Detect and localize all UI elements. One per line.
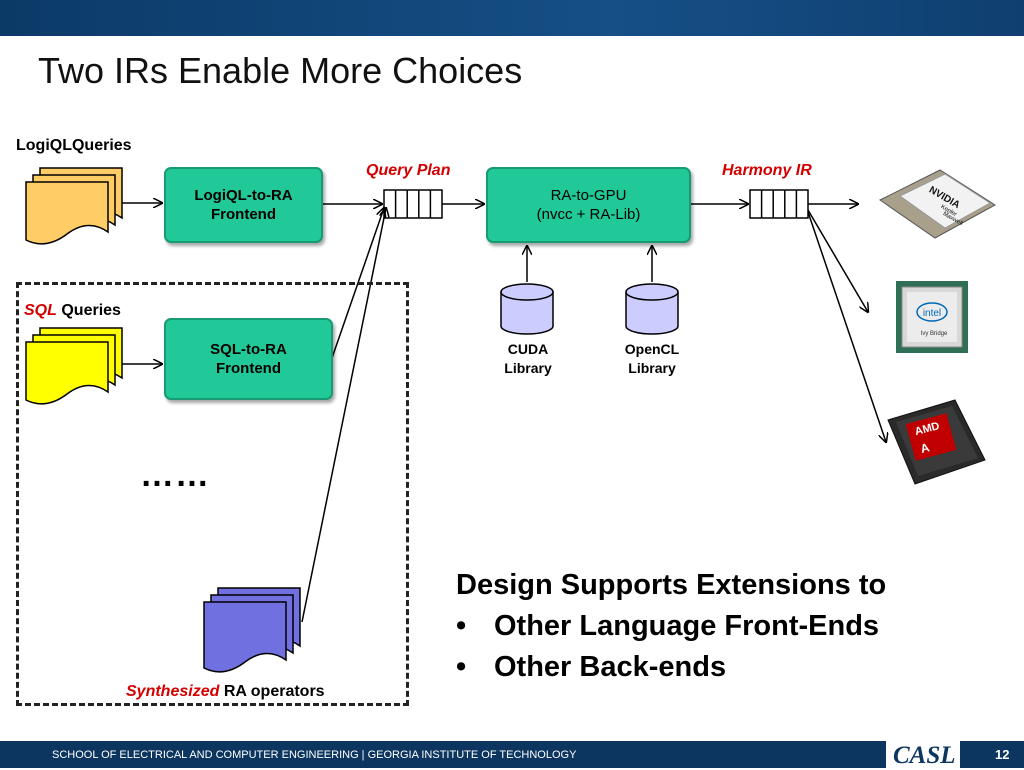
page-number: 12	[995, 747, 1010, 762]
extension-item-label: Other Language Front-Ends	[494, 610, 880, 642]
architecture-diagram: NVIDIA Kepler Maxwell intel Ivy Bridge A…	[25, 167, 996, 673]
synthesized-documents-icon	[203, 587, 301, 673]
query-plan-queue-icon	[383, 189, 443, 219]
page-number-bg	[960, 741, 1024, 768]
arrow-harmony-to-intel	[807, 209, 868, 312]
opencl-line1: OpenCL	[624, 341, 680, 357]
sql-documents-icon	[25, 327, 123, 405]
sql-frontend-line2: Frontend	[216, 360, 281, 377]
sql-frontend-box: SQL-to-RA Frontend	[164, 318, 333, 400]
logiql-documents-icon	[25, 167, 123, 245]
sql-label-rest: Queries	[61, 302, 121, 319]
synth-label-rest: RA operators	[223, 683, 325, 700]
ra-to-gpu-box: RA-to-GPU (nvcc + RA-Lib)	[486, 167, 691, 243]
ra-to-gpu-line1: RA-to-GPU	[550, 187, 627, 204]
query-plan-label: Query Plan	[366, 162, 451, 179]
arrow-synth-to-queryplan	[301, 208, 386, 623]
bullet: •	[456, 651, 467, 683]
cuda-database-icon	[500, 283, 554, 335]
casl-logo: CASL	[893, 742, 956, 769]
cuda-line1: CUDA	[507, 341, 549, 357]
opencl-database-icon	[625, 283, 679, 335]
arrow-harmony-to-amd	[807, 211, 886, 442]
slide-title: Two IRs Enable More Choices	[38, 50, 523, 91]
amd-apu-chip-icon: AMD A	[887, 399, 986, 485]
svg-text:A: A	[919, 440, 931, 456]
sql-queries-label: SQL Queries	[24, 302, 121, 320]
logiql-frontend-line2: Frontend	[211, 206, 276, 223]
ra-to-gpu-line2: (nvcc + RA-Lib)	[536, 206, 641, 223]
extension-item: • Other Back-ends	[456, 647, 886, 688]
intel-cpu-chip-icon: intel Ivy Bridge	[896, 281, 968, 353]
harmony-ir-label: Harmony IR	[722, 162, 812, 179]
logiql-queries-label: LogiQLQueries	[16, 137, 132, 154]
header-bar	[0, 0, 1024, 36]
cuda-line2: Library	[504, 360, 552, 376]
synth-label-em: Synthesized	[126, 683, 220, 700]
svg-text:Ivy Bridge: Ivy Bridge	[921, 331, 948, 337]
footer-bar	[0, 741, 1024, 768]
opencl-library-label: OpenCL Library	[616, 340, 688, 378]
cuda-library-label: CUDA Library	[500, 340, 556, 378]
extensions-heading: Design Supports Extensions to	[456, 569, 887, 601]
extensions-text-block: Design Supports Extensions to • Other La…	[456, 565, 886, 688]
extension-item: • Other Language Front-Ends	[456, 606, 886, 647]
extension-item-label: Other Back-ends	[494, 651, 727, 683]
opencl-line2: Library	[628, 360, 676, 376]
logiql-frontend-box: LogiQL-to-RA Frontend	[164, 167, 323, 243]
sql-frontend-line1: SQL-to-RA	[210, 341, 287, 358]
synthesized-ra-label: Synthesized RA operators	[126, 683, 325, 701]
footer-text: SCHOOL OF ELECTRICAL AND COMPUTER ENGINE…	[52, 749, 577, 761]
extension-region	[16, 282, 409, 706]
harmony-ir-queue-icon	[749, 189, 809, 219]
bullet: •	[456, 610, 467, 642]
ellipsis: ……	[140, 456, 210, 494]
nvidia-gpu-chip-icon: NVIDIA Kepler Maxwell	[879, 169, 996, 239]
sql-label-em: SQL	[24, 302, 57, 319]
logiql-frontend-line1: LogiQL-to-RA	[194, 187, 293, 204]
svg-text:intel: intel	[923, 308, 941, 319]
